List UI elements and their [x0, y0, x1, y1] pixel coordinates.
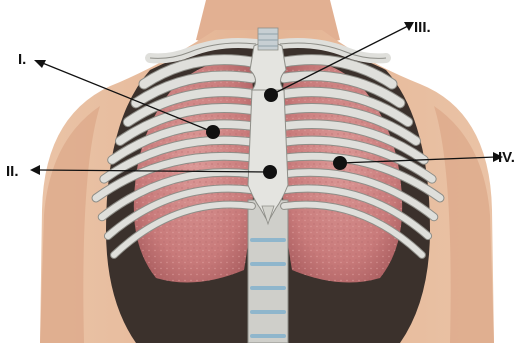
marker-I	[206, 125, 220, 139]
sternum	[248, 42, 288, 224]
marker-IV	[333, 156, 347, 170]
label-I: I.	[18, 51, 26, 68]
arrowhead-III	[404, 22, 414, 31]
vertebral-disc	[250, 262, 286, 266]
label-III: III.	[414, 19, 431, 36]
trachea-tube	[258, 28, 278, 50]
vertebral-disc	[250, 334, 286, 338]
label-II: II.	[6, 163, 19, 180]
vertebral-disc	[250, 238, 286, 242]
marker-III	[264, 88, 278, 102]
label-IV: IV.	[498, 149, 515, 166]
vertebral-disc	[250, 286, 286, 290]
arrowhead-II	[30, 165, 40, 175]
trachea	[258, 28, 278, 50]
vertebral-disc	[250, 310, 286, 314]
marker-II	[263, 165, 277, 179]
